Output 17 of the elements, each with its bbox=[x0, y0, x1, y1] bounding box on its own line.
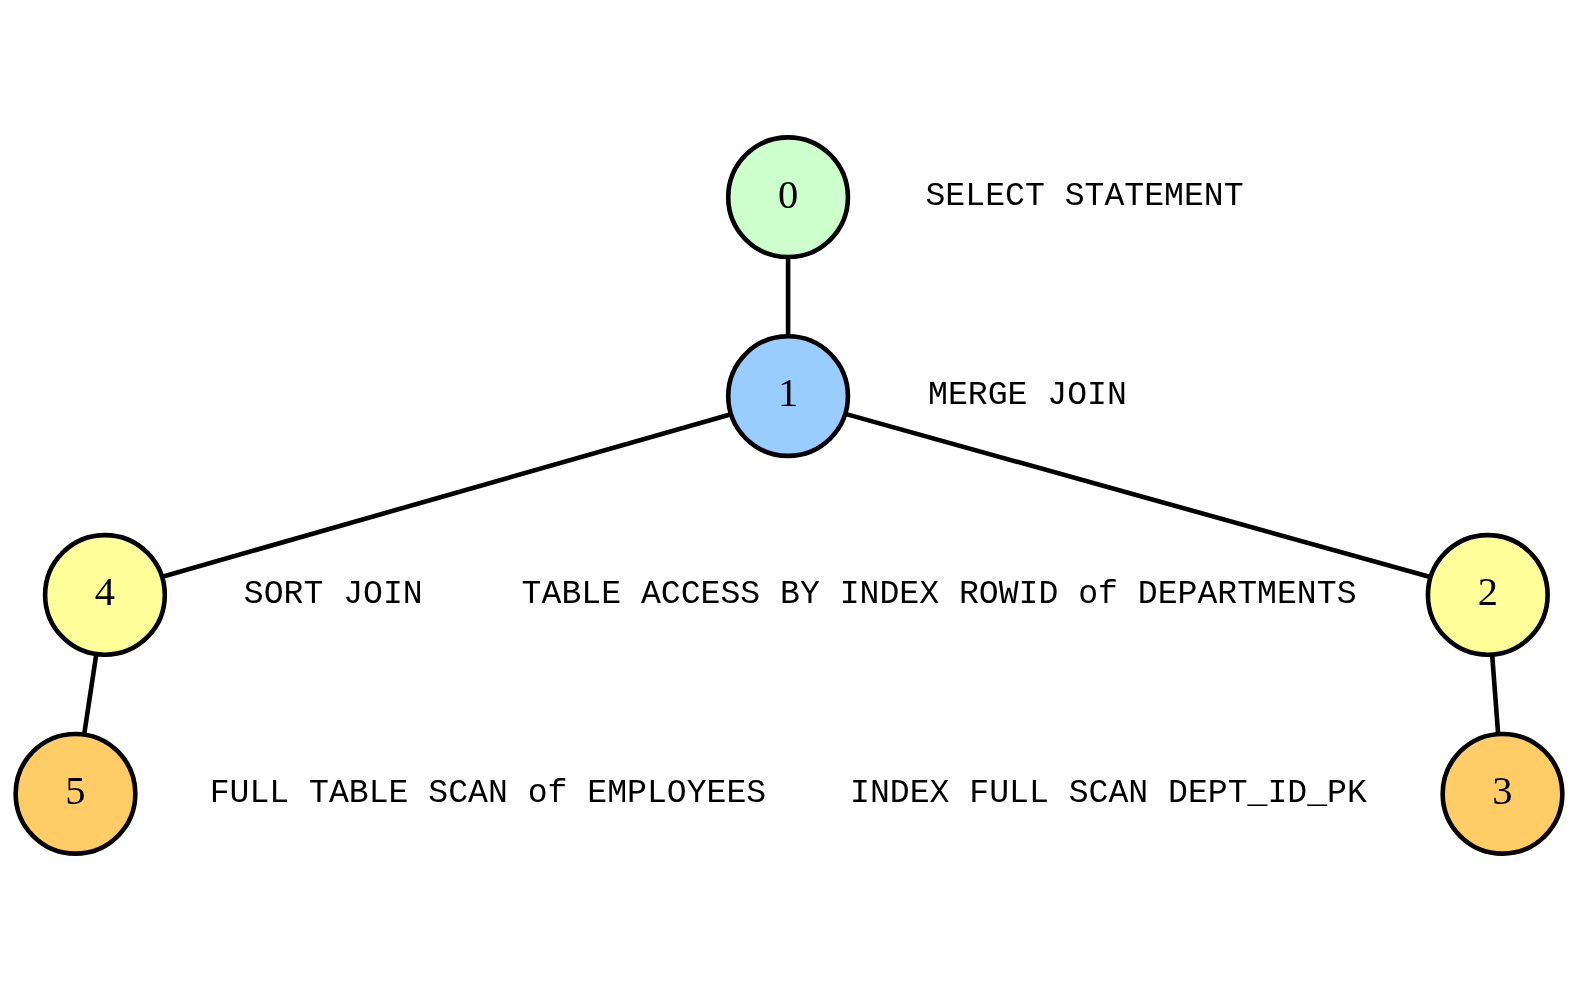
node-circle: 0 bbox=[725, 134, 851, 259]
connector bbox=[785, 256, 791, 336]
node-circle: 3 bbox=[1440, 731, 1565, 856]
connector bbox=[844, 411, 1431, 579]
node-circle: 2 bbox=[1425, 532, 1550, 657]
node-label: FULL TABLE SCAN of EMPLOYEES bbox=[209, 773, 767, 812]
node-label: MERGE JOIN bbox=[928, 375, 1127, 414]
node-circle: 1 bbox=[725, 333, 851, 458]
node-circle: 4 bbox=[42, 532, 168, 657]
node-circle: 5 bbox=[13, 731, 138, 856]
connector bbox=[1489, 654, 1501, 734]
node-label: INDEX FULL SCAN DEPT_ID_PK bbox=[850, 773, 1367, 812]
node-label: SORT JOIN bbox=[243, 574, 423, 613]
connector bbox=[161, 411, 732, 579]
node-label: TABLE ACCESS BY INDEX ROWID of DEPARTMENTS bbox=[521, 574, 1357, 613]
node-label: SELECT STATEMENT bbox=[925, 176, 1244, 215]
connector bbox=[81, 653, 99, 735]
